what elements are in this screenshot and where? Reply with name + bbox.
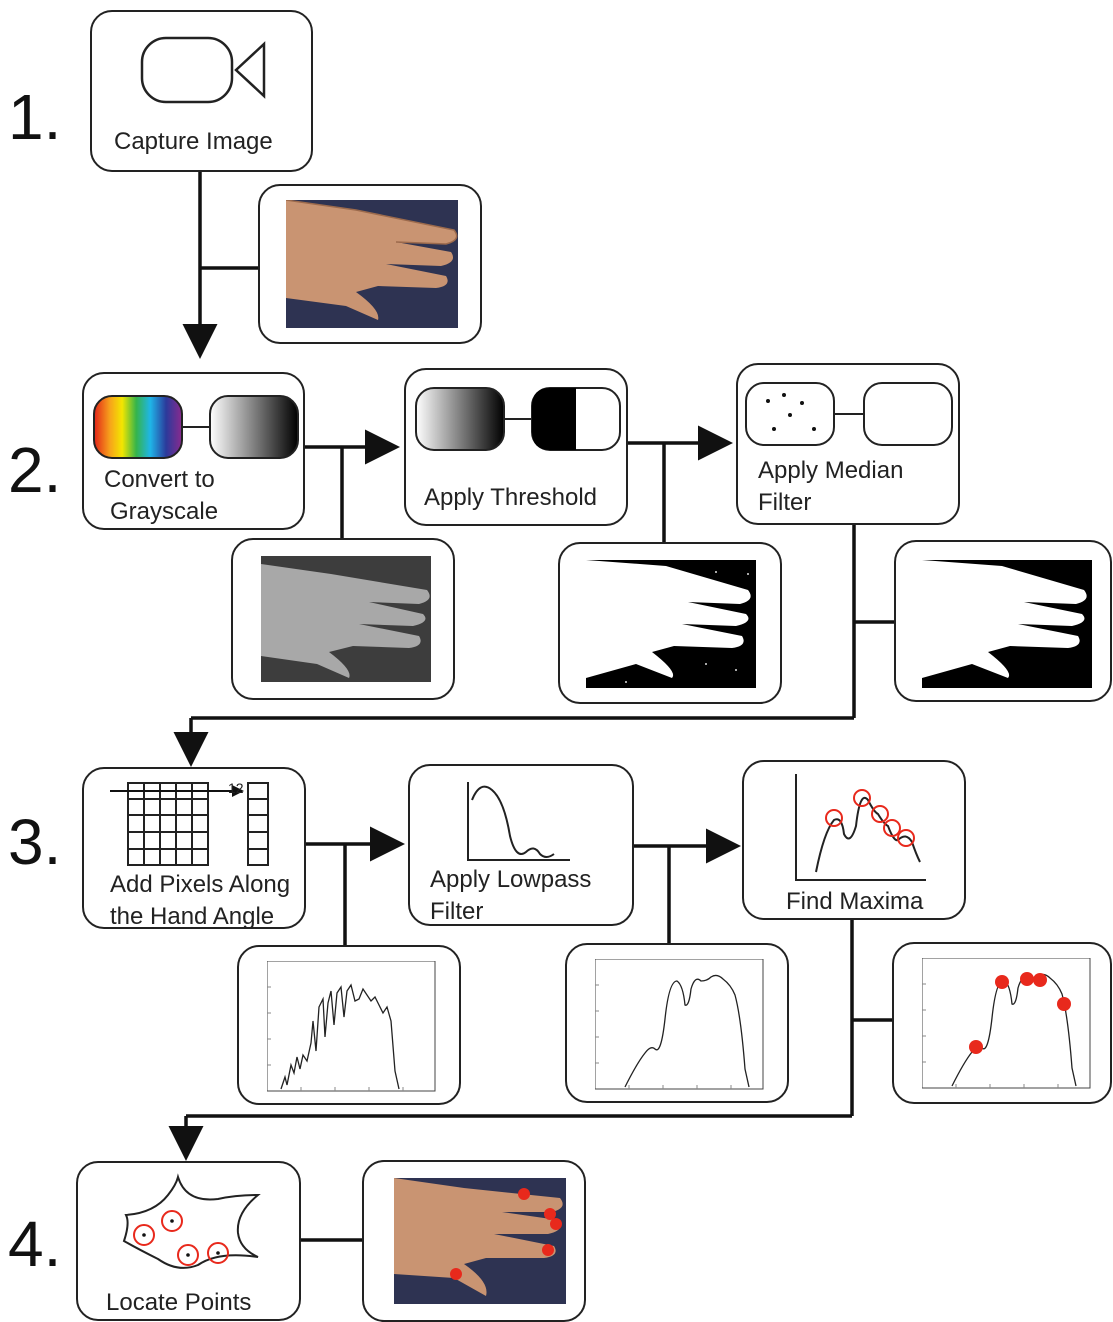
add-pixels-label-line1: Add Pixels Along <box>110 871 291 898</box>
apply-median-label-line2: Filter <box>758 489 812 516</box>
smoothed-profile-plot-box <box>565 943 789 1103</box>
apply-median-label-line1: Apply Median <box>758 457 904 484</box>
find-maxima-label: Find Maxima <box>786 888 924 915</box>
convert-grayscale-label-line1: Convert to <box>104 466 215 493</box>
gray-to-binary-icon <box>415 387 621 451</box>
maxima-profile-plot <box>922 958 1091 1089</box>
apply-lowpass-label-line2: Filter <box>430 898 484 925</box>
apply-lowpass-label-line1: Apply Lowpass <box>430 866 592 893</box>
convert-grayscale-box: Convert to Grayscale <box>82 372 305 530</box>
apply-threshold-label: Apply Threshold <box>424 484 597 511</box>
add-pixels-box: 12 Add Pixels Along the Hand Angle <box>82 767 306 930</box>
peak-circles-icon <box>795 774 926 881</box>
median-photo-box <box>894 540 1112 702</box>
step-number-2: 2. <box>8 434 62 506</box>
apply-median-box: Apply Median Filter <box>736 363 960 525</box>
find-maxima-box: Find Maxima <box>742 760 966 920</box>
capture-image-box: Capture Image <box>90 10 313 172</box>
step-number-3: 3. <box>8 806 62 878</box>
locate-points-label: Locate Points <box>106 1289 252 1316</box>
noise-removal-icon <box>745 382 953 446</box>
convert-grayscale-label-line2: Grayscale <box>110 498 219 525</box>
maxima-marker <box>1033 973 1047 987</box>
pixel-grid-sum-icon <box>110 782 269 866</box>
video-camera-icon <box>140 36 266 104</box>
maxima-marker <box>995 975 1009 989</box>
located-hand-photo <box>394 1178 566 1304</box>
maxima-marker <box>969 1040 983 1054</box>
grayscale-hand-photo <box>261 556 431 682</box>
maxima-marker <box>1020 972 1034 986</box>
locate-points-box: Locate Points <box>76 1161 301 1321</box>
threshold-photo-box <box>558 542 782 704</box>
step-number-4: 4. <box>8 1208 62 1280</box>
counter-label: 12 <box>228 780 244 796</box>
grayscale-photo-box <box>231 538 455 700</box>
median-hand-photo <box>922 560 1092 688</box>
apply-lowpass-box: Apply Lowpass Filter <box>408 764 634 926</box>
smoothed-profile-plot <box>595 959 764 1090</box>
raw-profile-plot-box <box>237 945 461 1105</box>
maxima-marker <box>1057 997 1071 1011</box>
add-pixels-label-line2: the Hand Angle <box>110 903 275 930</box>
maxima-profile-plot-box <box>892 942 1112 1104</box>
rainbow-to-gray-icon <box>93 395 299 459</box>
raw-profile-plot <box>267 961 436 1092</box>
threshold-hand-photo <box>586 560 756 688</box>
hand-photo <box>286 200 458 328</box>
apply-threshold-box: Apply Threshold <box>404 368 628 526</box>
step-number-1: 1. <box>8 81 62 153</box>
hand-outline-points-icon <box>122 1173 261 1269</box>
smooth-curve-icon <box>467 782 570 861</box>
located-hand-photo-box <box>362 1160 586 1322</box>
hand-photo-box <box>258 184 482 344</box>
capture-image-label: Capture Image <box>114 128 273 155</box>
